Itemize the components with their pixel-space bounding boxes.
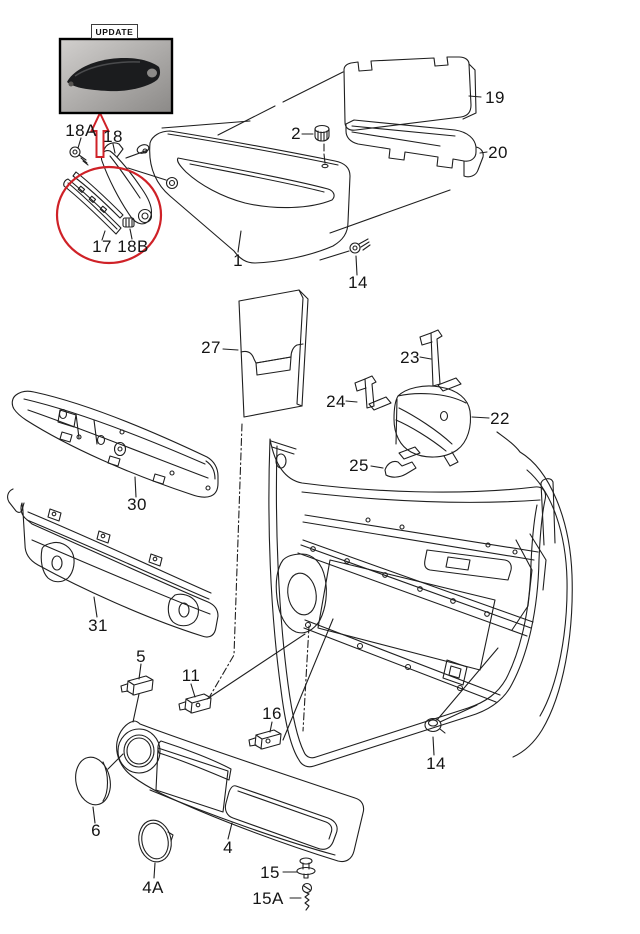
part-label-14-top[interactable]: 14 [348,273,368,292]
part-label-14-bottom[interactable]: 14 [426,754,446,773]
part-label-17[interactable]: 17 [92,237,112,256]
part-18b-clip-drawing [122,217,135,240]
part-23-drawing [419,329,462,392]
part-label-25[interactable]: 25 [349,456,369,475]
handle-photo-shape [67,57,161,92]
inset-photo [58,37,174,115]
part-label-16[interactable]: 16 [262,704,282,723]
part-18-handle-drawing [100,142,153,225]
part-15-rivet-drawing [282,857,316,879]
part-label-1[interactable]: 1 [233,251,243,270]
part-label-18A[interactable]: 18A [65,121,97,140]
part-label-18B[interactable]: 18B [117,237,149,256]
part-label-24[interactable]: 24 [326,392,346,411]
part-label-2[interactable]: 2 [291,124,301,143]
part-label-23[interactable]: 23 [400,348,420,367]
part-4-drawing [116,720,365,863]
part-19-drawing [343,56,482,131]
part-label-19[interactable]: 19 [485,88,505,107]
part-16-clip-drawing [248,721,282,750]
update-arrow-icon [89,110,111,158]
update-badge-label: UPDATE [95,26,134,37]
highlight-ellipse [55,165,163,265]
part-label-20[interactable]: 20 [488,143,508,162]
part-label-27[interactable]: 27 [201,338,221,357]
update-highlight [55,110,163,265]
part-label-4A[interactable]: 4A [142,878,164,897]
part-label-15[interactable]: 15 [260,863,280,882]
part-11-clip-drawing [178,683,212,714]
part-label-30[interactable]: 30 [127,495,147,514]
part-6-drawing [75,756,111,824]
part-24-drawing [345,375,392,411]
part-27-drawing [222,289,309,418]
part-22-drawing [393,385,490,467]
update-badge: UPDATE [91,24,138,39]
part-30-drawing [11,390,219,498]
part-14-top-screw-drawing [349,238,371,276]
part-2-clip-drawing [301,124,330,142]
part-17-trim-strip-drawing [63,171,124,241]
part-14-bottom-bolt-drawing [424,717,446,756]
part-20-drawing [345,119,488,178]
part-label-11[interactable]: 11 [181,666,201,685]
part-label-31[interactable]: 31 [88,616,108,635]
part-label-4[interactable]: 4 [223,838,233,857]
part-4a-drawing [138,819,174,879]
part-label-6[interactable]: 6 [91,821,101,840]
part-18a-screw-drawing [69,137,89,166]
part-15a-screw-drawing [289,882,313,911]
leader-lines [107,71,499,770]
part-label-5[interactable]: 5 [136,647,146,666]
part-25-drawing [370,446,421,478]
part-label-15A[interactable]: 15A [252,889,284,908]
part-1-armrest-drawing [136,130,351,264]
part-label-18[interactable]: 18 [103,127,123,146]
part-label-22[interactable]: 22 [490,409,510,428]
part-5-clip-drawing [120,663,154,696]
part-31-drawing [7,488,219,638]
door-shell-drawing [268,431,573,768]
